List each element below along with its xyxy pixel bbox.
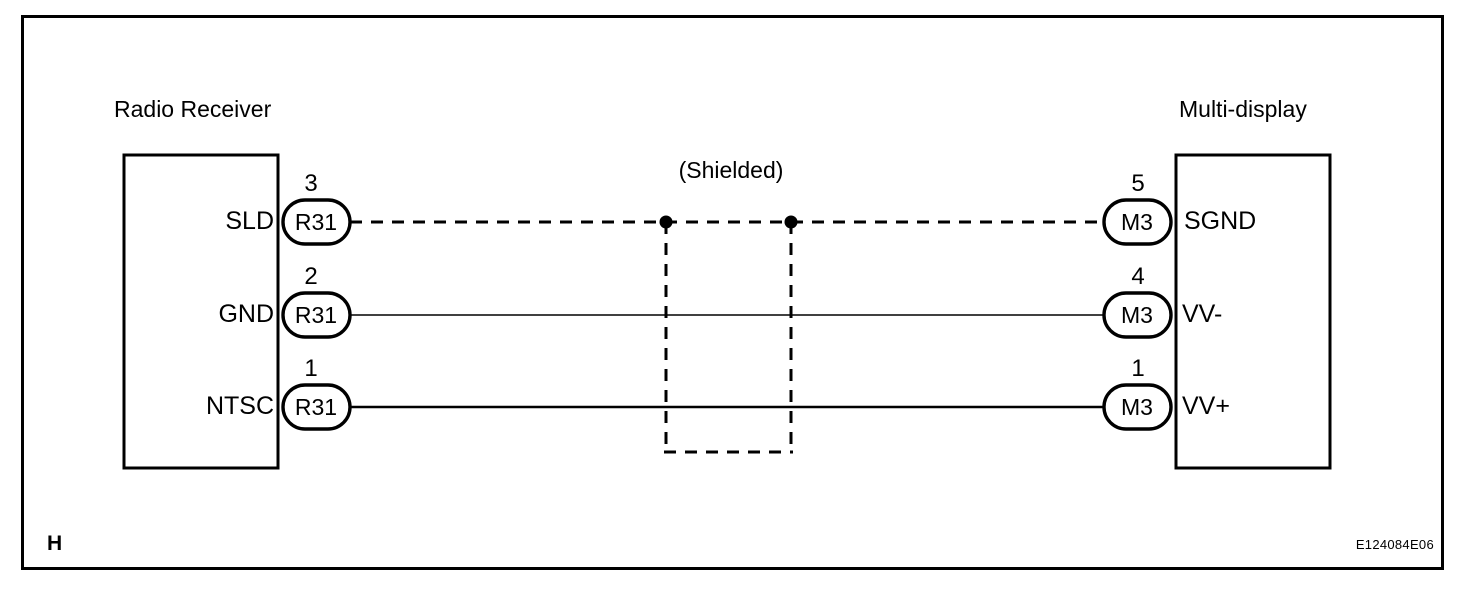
right-pin-name-row-1: SGND bbox=[1184, 207, 1257, 235]
right-pin-number-row-2: 4 bbox=[1131, 263, 1145, 290]
right-connector-code-row-1: M3 bbox=[1121, 209, 1153, 235]
shield-label: (Shielded) bbox=[678, 157, 784, 183]
left-connector-code-row-3: R31 bbox=[294, 394, 338, 420]
right-connector-oval-row-2 bbox=[1102, 291, 1173, 339]
left-pin-name-row-1: SLD bbox=[225, 207, 274, 235]
right-pin-number-row-1: 5 bbox=[1131, 170, 1145, 197]
corner-letter: H bbox=[47, 532, 63, 555]
left-connector-oval-row-2 bbox=[281, 291, 352, 339]
left-connector-code-row-2: R31 bbox=[294, 302, 338, 328]
left-pin-name-row-3: NTSC bbox=[205, 392, 274, 420]
right-connector-code-row-3: M3 bbox=[1121, 394, 1153, 420]
right-pin-name-row-3: VV+ bbox=[1182, 392, 1230, 420]
shield-junction-dot-right bbox=[784, 215, 798, 229]
right-connector-oval-row-3 bbox=[1102, 383, 1173, 431]
right-pin-number-row-3: 1 bbox=[1131, 355, 1145, 382]
right-connector-code-row-2: M3 bbox=[1121, 302, 1153, 328]
right-unit-title: Multi-display bbox=[1179, 96, 1307, 122]
left-pin-name-row-2: GND bbox=[218, 300, 274, 328]
left-connector-code-row-1: R31 bbox=[294, 209, 338, 235]
left-pin-number-row-2: 2 bbox=[304, 263, 318, 290]
figure-code: E124084E06 bbox=[1355, 537, 1434, 552]
shield-junction-dot-left bbox=[659, 215, 673, 229]
left-connector-oval-row-1 bbox=[281, 198, 352, 246]
right-connector-oval-row-1 bbox=[1102, 198, 1173, 246]
left-pin-number-row-3: 1 bbox=[304, 355, 318, 382]
diagram-frame bbox=[21, 15, 1444, 570]
left-connector-oval-row-3 bbox=[281, 383, 352, 431]
right-pin-name-row-2: VV- bbox=[1182, 300, 1223, 328]
left-pin-number-row-1: 3 bbox=[304, 170, 318, 197]
left-unit-title: Radio Receiver bbox=[114, 96, 272, 122]
